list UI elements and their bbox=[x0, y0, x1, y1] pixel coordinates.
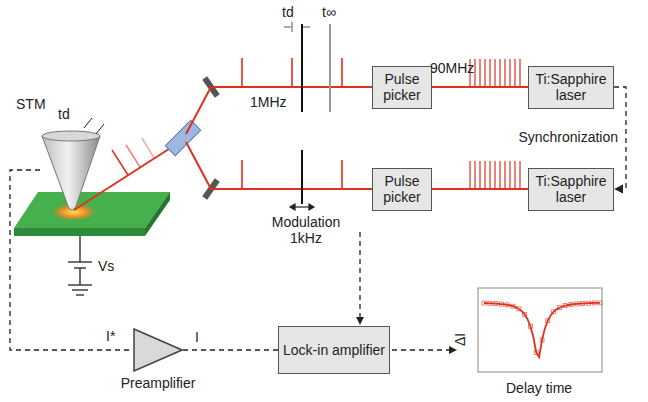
pulse bbox=[489, 59, 490, 87]
pulse bbox=[469, 161, 470, 189]
modulation-arrow bbox=[290, 204, 314, 210]
process-box: Ti:Sapphire laser bbox=[528, 168, 614, 211]
frequency-label: 1MHz bbox=[250, 94, 287, 110]
pulse bbox=[494, 59, 495, 87]
pulse bbox=[499, 161, 500, 189]
delay-label: td bbox=[58, 106, 70, 122]
signal-wires bbox=[10, 170, 450, 350]
stm-tip bbox=[42, 131, 100, 210]
beam-paths bbox=[186, 87, 372, 189]
axis-label: Delay time bbox=[506, 380, 572, 396]
pulse bbox=[484, 59, 485, 87]
pulse-train-1mhz bbox=[242, 58, 342, 189]
delay-marks bbox=[84, 118, 104, 134]
beam-splitter bbox=[165, 120, 200, 155]
signal-label: I* bbox=[106, 328, 115, 344]
voltage-label: Vs bbox=[98, 258, 114, 274]
modulation-label: Modulation 1kHz bbox=[264, 214, 348, 246]
bias-battery bbox=[68, 236, 92, 295]
fit-curve bbox=[484, 303, 600, 358]
pulse bbox=[474, 59, 475, 87]
pulse bbox=[519, 161, 520, 189]
delay-chart bbox=[478, 288, 602, 372]
text: Pulse picker bbox=[377, 71, 427, 103]
pulse bbox=[509, 59, 510, 87]
pulse-train-90mhz bbox=[470, 59, 520, 189]
connector-label: I bbox=[193, 329, 201, 345]
signal-connector bbox=[183, 349, 278, 350]
amplifier-node: Preamplifier bbox=[112, 328, 204, 392]
pulse bbox=[504, 59, 505, 87]
text: Preamplifier bbox=[112, 375, 204, 391]
pulse bbox=[504, 161, 505, 189]
delay-lines bbox=[284, 22, 330, 204]
pulse bbox=[484, 161, 485, 189]
pulse bbox=[519, 59, 520, 87]
amplifier-triangle bbox=[133, 328, 183, 372]
text: Lock-in amplifier bbox=[283, 342, 385, 358]
process-box: Pulse picker bbox=[372, 66, 432, 109]
pulse bbox=[499, 59, 500, 87]
delay-label: td bbox=[282, 4, 294, 20]
connector-label: Synchronization bbox=[516, 129, 620, 145]
pulse bbox=[489, 161, 490, 189]
text: Ti:Sapphire laser bbox=[533, 71, 609, 103]
text: Ti:Sapphire laser bbox=[533, 173, 609, 205]
part-label: STM bbox=[16, 96, 46, 112]
delay-label: t∞ bbox=[322, 4, 336, 20]
pulse bbox=[494, 161, 495, 189]
pulse bbox=[509, 161, 510, 189]
pulse bbox=[514, 59, 515, 87]
beam-pulses bbox=[112, 138, 154, 175]
amplifier-outline bbox=[134, 329, 182, 371]
pulse bbox=[479, 161, 480, 189]
pulse bbox=[514, 161, 515, 189]
process-box: Lock-in amplifier bbox=[278, 326, 390, 374]
process-box: Pulse picker bbox=[372, 168, 432, 211]
pulse bbox=[474, 161, 475, 189]
pulse bbox=[479, 59, 480, 87]
axis-label: ΔI bbox=[452, 333, 468, 346]
frequency-label: 90MHz bbox=[430, 60, 474, 76]
process-box: Ti:Sapphire laser bbox=[528, 66, 614, 109]
text: Pulse picker bbox=[377, 173, 427, 205]
